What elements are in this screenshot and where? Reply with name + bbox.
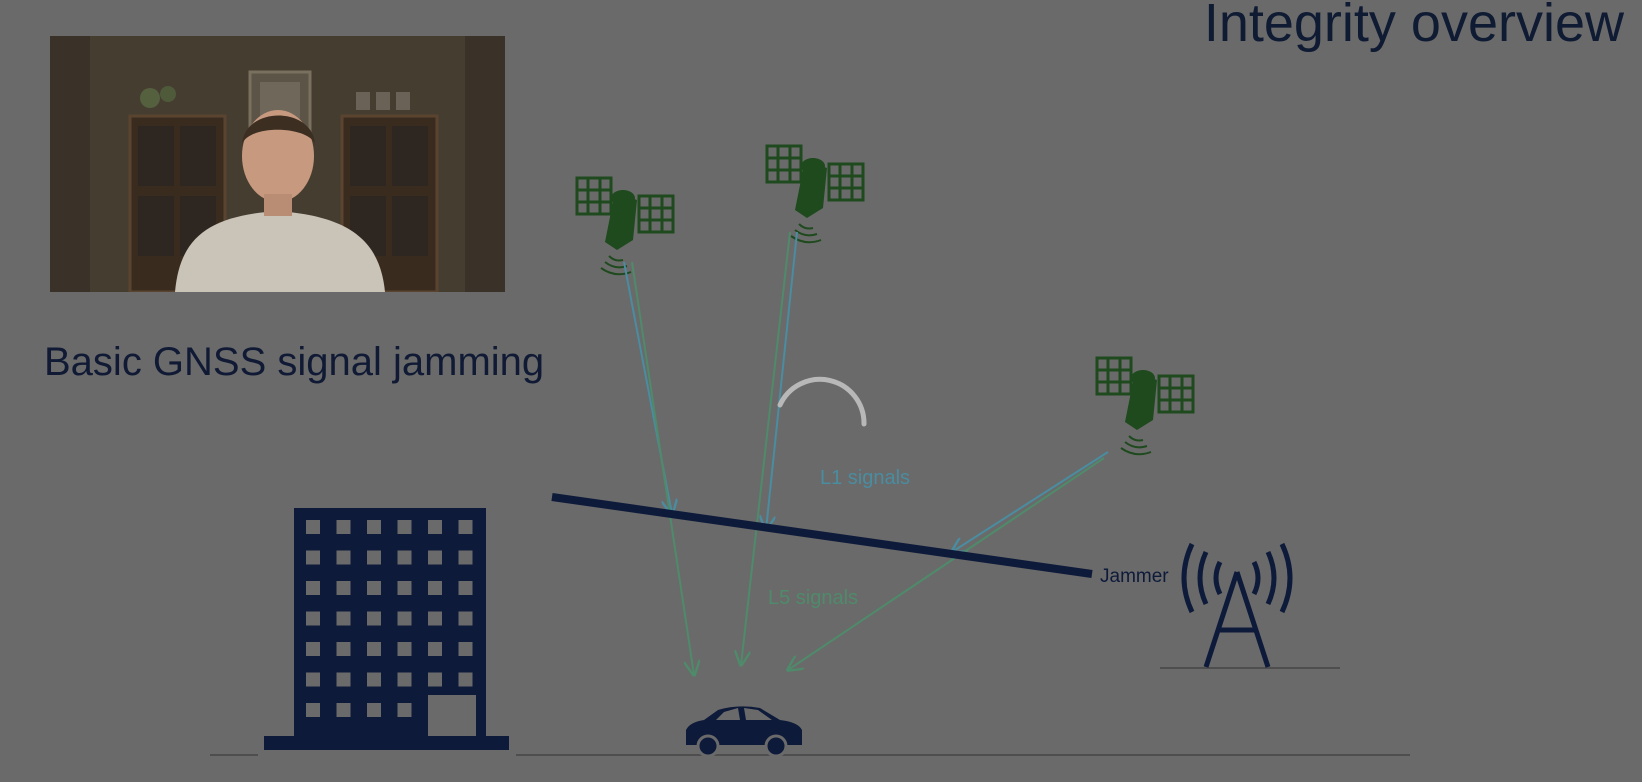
l5-signal-paths [631,231,1105,675]
building-window [397,520,412,534]
building-window [428,611,442,626]
building-window [458,642,473,656]
building-window [306,703,320,717]
building-window [336,550,351,565]
building-window [428,581,442,595]
building-window [306,581,320,595]
building-window [367,642,381,656]
building-icon [264,508,509,750]
building-window [428,642,442,656]
building-window [336,642,351,656]
building-window [367,520,381,534]
building-window [367,672,381,687]
building-window [428,672,442,687]
building-window [336,672,351,687]
building-window [397,703,412,717]
building-window [367,581,381,595]
jammer-label: Jammer [1100,566,1169,587]
loading-spinner-icon [777,376,867,427]
presenter-webcam [50,36,505,292]
building-window [306,672,320,687]
building-window [428,550,442,565]
building-window [397,672,412,687]
car-icon [686,706,802,758]
presenter-video [50,36,505,292]
building-window [367,550,381,565]
building-window [458,581,473,595]
slide-title: Integrity overview [1203,0,1624,53]
l1-signals-label: L1 signals [820,467,910,489]
l5-signals-label: L5 signals [768,587,858,609]
building-window [306,550,320,565]
slide-subtitle: Basic GNSS signal jamming [44,340,545,384]
building-window [336,520,351,534]
building-window [397,611,412,626]
building-window [428,520,442,534]
building-window [367,703,381,717]
satellite-icon [765,144,865,244]
building-window [458,611,473,626]
satellite-icon [1095,356,1195,456]
building-window [397,642,412,656]
building-window [458,520,473,534]
jamming-barrier [551,493,1093,578]
building-window [428,703,442,717]
building-window [336,611,351,626]
building-window [397,581,412,595]
building-window [458,550,473,565]
building-window [336,581,351,595]
building-window [306,642,320,656]
building-window [367,611,381,626]
building-window [306,611,320,626]
building-window [306,520,320,534]
jammer-tower-icon [1181,542,1293,668]
building-window [397,550,412,565]
building-window [336,703,351,717]
satellite-icon [575,176,675,276]
building-window [458,672,473,687]
